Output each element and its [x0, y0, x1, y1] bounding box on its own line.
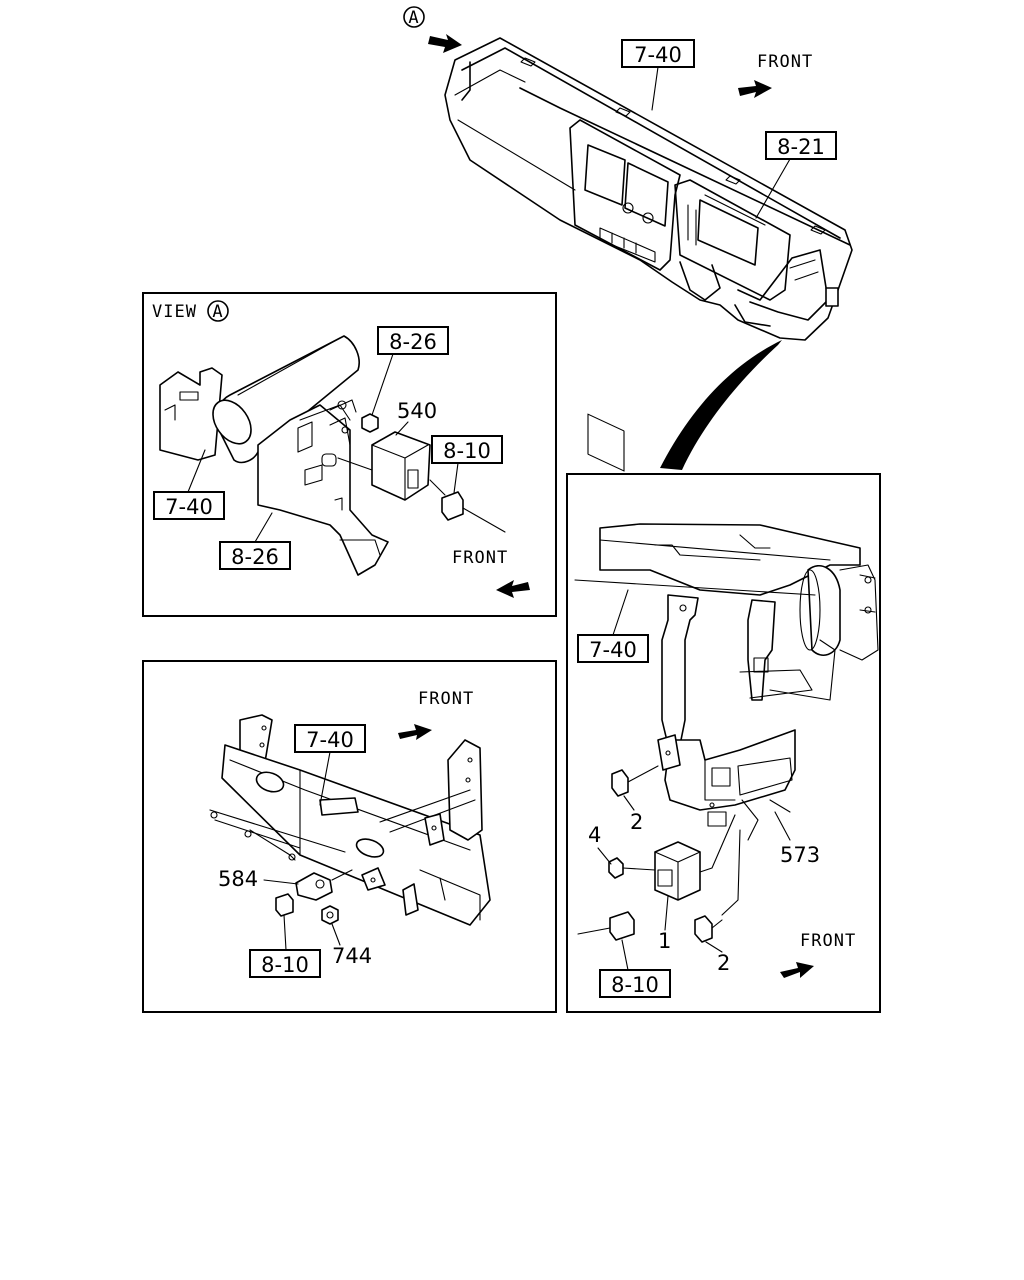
svg-text:8-26: 8-26 — [231, 545, 279, 569]
front-label-top: FRONT — [738, 52, 813, 98]
front-arrow-icon — [496, 580, 530, 598]
svg-text:573: 573 — [780, 843, 820, 867]
dashboard-illustration — [444, 37, 853, 472]
front-arrow-icon — [738, 80, 772, 98]
svg-text:8-26: 8-26 — [389, 330, 437, 354]
svg-text:7-40: 7-40 — [306, 728, 354, 752]
svg-text:FRONT: FRONT — [757, 52, 813, 72]
svg-text:FRONT: FRONT — [418, 689, 474, 709]
svg-text:7-40: 7-40 — [634, 43, 682, 67]
callout-8-21: 8-21 — [755, 131, 837, 219]
arrow-icon — [428, 34, 462, 53]
svg-text:8-10: 8-10 — [611, 973, 659, 997]
svg-text:7-40: 7-40 — [165, 495, 213, 519]
svg-text:FRONT: FRONT — [800, 931, 856, 951]
svg-text:744: 744 — [332, 944, 372, 968]
svg-text:7-40: 7-40 — [589, 638, 637, 662]
svg-text:1: 1 — [658, 929, 671, 953]
front-arrow-icon — [780, 962, 814, 978]
panel-view-a: VIEW A 8-26 — [142, 292, 557, 617]
svg-text:A: A — [408, 8, 419, 28]
svg-text:2: 2 — [717, 951, 730, 975]
svg-text:8-21: 8-21 — [777, 135, 825, 159]
view-marker-a-top: A — [403, 6, 462, 53]
callout-7-40-top: 7-40 — [621, 39, 695, 111]
svg-text:FRONT: FRONT — [452, 548, 508, 568]
svg-text:A: A — [212, 302, 223, 322]
svg-text:8-10: 8-10 — [443, 439, 491, 463]
svg-text:VIEW: VIEW — [152, 302, 197, 322]
svg-text:2: 2 — [630, 810, 643, 834]
svg-text:8-10: 8-10 — [261, 953, 309, 977]
panel-lower-left: FRONT — [142, 660, 557, 1013]
front-arrow-icon — [398, 724, 432, 740]
panel-right: 7-40 2 573 4 1 2 8-10 FRONT — [566, 473, 881, 1013]
svg-text:584: 584 — [218, 867, 258, 891]
svg-text:4: 4 — [588, 823, 601, 847]
svg-text:540: 540 — [397, 399, 437, 423]
zoom-pointer-arrow — [660, 340, 782, 470]
